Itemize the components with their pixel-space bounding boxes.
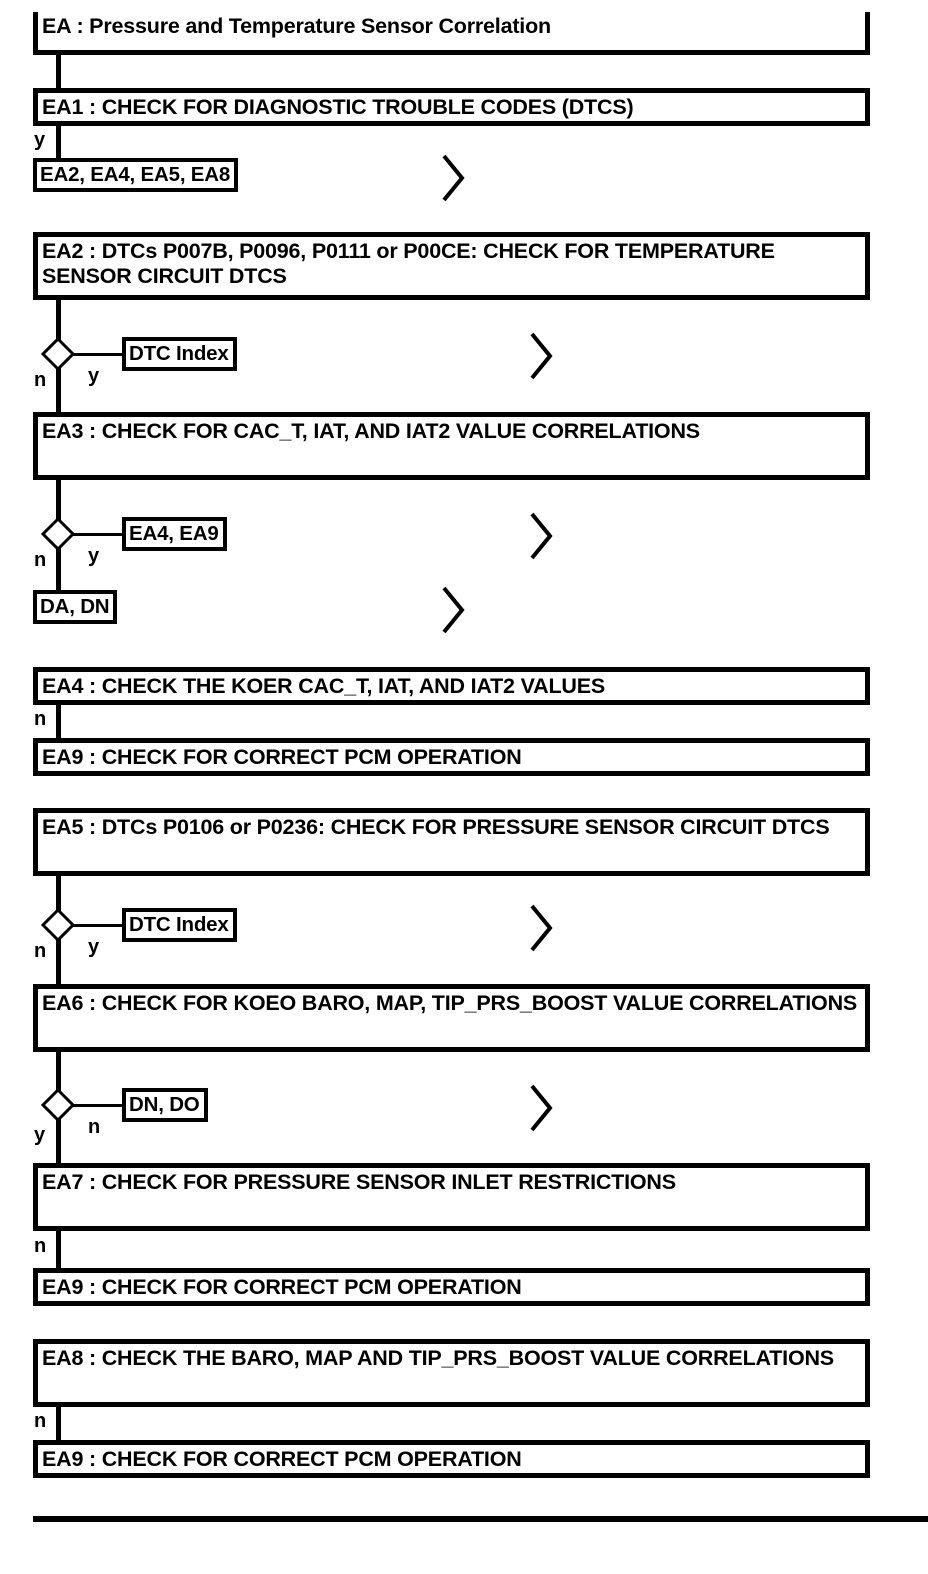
ref-label: EA4, EA9 (129, 522, 219, 545)
connector-ea1-to-ref1 (56, 126, 61, 158)
ref-box-dtc-index-1[interactable]: DTC Index (122, 337, 237, 371)
ref-label: DTC Index (129, 913, 229, 936)
branch-label-ea3-side: y (88, 545, 100, 567)
connector-ea2-decision-to-ref (73, 353, 125, 356)
connector-ea4-to-ea9a (56, 705, 61, 738)
step-box-ea3[interactable]: EA3 : CHECK FOR CAC_T, IAT, AND IAT2 VAL… (33, 412, 870, 480)
diagram-title-box: EA : Pressure and Temperature Sensor Cor… (33, 12, 870, 55)
connector-ea2-to-ea3 (56, 368, 61, 413)
connector-ea5-to-decision (56, 876, 61, 918)
connector-ea3-to-decision (56, 480, 61, 522)
connector-ea5-decision-to-ref (73, 924, 125, 927)
ref-label: DA, DN (40, 595, 110, 618)
ref-box-da-dn[interactable]: DA, DN (33, 590, 118, 624)
branch-label-ea8-down: n (34, 1410, 47, 1432)
step-box-ea8[interactable]: EA8 : CHECK THE BARO, MAP AND TIP_PRS_BO… (33, 1339, 870, 1407)
step-label-ea1: EA1 : CHECK FOR DIAGNOSTIC TROUBLE CODES… (42, 95, 634, 119)
step-label-ea4: EA4 : CHECK THE KOER CAC_T, IAT, AND IAT… (42, 674, 605, 698)
step-box-ea1[interactable]: EA1 : CHECK FOR DIAGNOSTIC TROUBLE CODES… (33, 88, 870, 126)
chevron-right-icon (528, 902, 556, 954)
ref-box-ea4-ea9[interactable]: EA4, EA9 (122, 517, 227, 551)
connector-ea7-to-ea9b (56, 1231, 61, 1268)
ref-label: EA2, EA4, EA5, EA8 (40, 163, 231, 186)
connector-ea6-decision-to-ref (73, 1104, 125, 1107)
connector-ea8-to-ea9c (56, 1407, 61, 1440)
decision-diamond-ea2 (41, 337, 75, 371)
branch-label-ea5-down: n (34, 940, 47, 962)
ref-box-dtc-index-2[interactable]: DTC Index (122, 908, 237, 942)
step-label-ea9-a: EA9 : CHECK FOR CORRECT PCM OPERATION (42, 745, 522, 769)
step-label-ea2: EA2 : DTCs P007B, P0096, P0111 or P00CE:… (42, 239, 775, 288)
branch-label-ea5-side: y (88, 936, 100, 958)
bottom-divider (33, 1516, 928, 1522)
connector-ea3-decision-to-ref (73, 533, 125, 536)
chevron-right-icon (528, 330, 556, 382)
step-box-ea6[interactable]: EA6 : CHECK FOR KOEO BARO, MAP, TIP_PRS_… (33, 984, 870, 1052)
branch-label-ea6-down: y (34, 1124, 46, 1146)
ref-box-dn-do[interactable]: DN, DO (122, 1088, 208, 1122)
step-label-ea7: EA7 : CHECK FOR PRESSURE SENSOR INLET RE… (42, 1170, 676, 1194)
decision-diamond-ea5 (41, 908, 75, 942)
branch-label-ea2-down: n (34, 369, 47, 391)
step-box-ea5[interactable]: EA5 : DTCs P0106 or P0236: CHECK FOR PRE… (33, 808, 870, 876)
connector-ea6-to-decision (56, 1052, 61, 1094)
branch-label-ea6-side: n (88, 1116, 101, 1138)
step-box-ea9-c[interactable]: EA9 : CHECK FOR CORRECT PCM OPERATION (33, 1440, 870, 1478)
chevron-right-icon (528, 1082, 556, 1134)
step-box-ea9-b[interactable]: EA9 : CHECK FOR CORRECT PCM OPERATION (33, 1268, 870, 1306)
chevron-right-icon (440, 152, 468, 204)
ref-box-ea2-ea4-ea5-ea8[interactable]: EA2, EA4, EA5, EA8 (33, 158, 239, 192)
decision-diamond-ea3 (41, 517, 75, 551)
chevron-right-icon (440, 584, 468, 636)
step-box-ea2[interactable]: EA2 : DTCs P007B, P0096, P0111 or P00CE:… (33, 232, 870, 300)
ref-label: DTC Index (129, 342, 229, 365)
connector-ea3-to-ref4 (56, 548, 61, 590)
step-box-ea9-a[interactable]: EA9 : CHECK FOR CORRECT PCM OPERATION (33, 738, 870, 776)
branch-label-ea4-down: n (34, 708, 47, 730)
ref-label: DN, DO (129, 1093, 200, 1116)
branch-label-ea7-down: n (34, 1235, 47, 1257)
connector-ea2-to-decision (56, 300, 61, 342)
connector-ea5-to-ea6 (56, 939, 61, 985)
step-label-ea3: EA3 : CHECK FOR CAC_T, IAT, AND IAT2 VAL… (42, 419, 700, 443)
decision-diamond-ea6 (41, 1088, 75, 1122)
branch-label-ea2-side: y (88, 365, 100, 387)
connector-ea6-to-ea7 (56, 1119, 61, 1164)
branch-label-ea1-down: y (34, 129, 46, 151)
step-box-ea7[interactable]: EA7 : CHECK FOR PRESSURE SENSOR INLET RE… (33, 1163, 870, 1231)
step-label-ea9-b: EA9 : CHECK FOR CORRECT PCM OPERATION (42, 1275, 522, 1299)
page-title: EA : Pressure and Temperature Sensor Cor… (42, 14, 551, 38)
step-label-ea6: EA6 : CHECK FOR KOEO BARO, MAP, TIP_PRS_… (42, 991, 858, 1015)
connector-title-to-ea1 (56, 55, 61, 88)
step-box-ea4[interactable]: EA4 : CHECK THE KOER CAC_T, IAT, AND IAT… (33, 667, 870, 705)
chevron-right-icon (528, 510, 556, 562)
step-label-ea5: EA5 : DTCs P0106 or P0236: CHECK FOR PRE… (42, 815, 830, 839)
branch-label-ea3-down: n (34, 549, 47, 571)
step-label-ea8: EA8 : CHECK THE BARO, MAP AND TIP_PRS_BO… (42, 1346, 834, 1370)
step-label-ea9-c: EA9 : CHECK FOR CORRECT PCM OPERATION (42, 1447, 522, 1471)
